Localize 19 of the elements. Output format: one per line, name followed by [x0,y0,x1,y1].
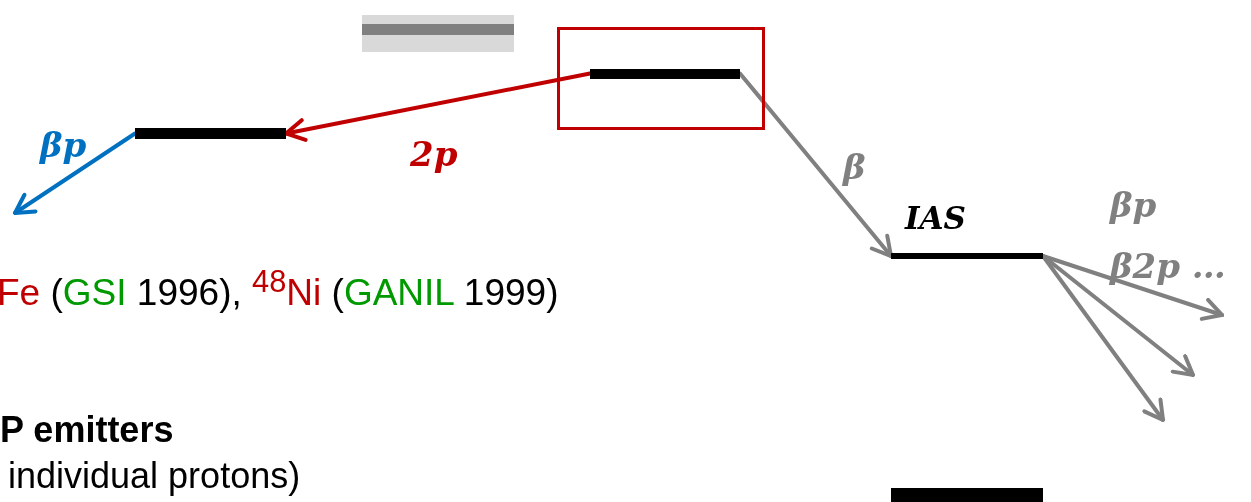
edge-label: β [843,150,866,184]
decay-label: β2p … [1110,246,1226,287]
note-text: individual protons) [8,454,301,498]
note-text: Fe (GSI 1996), $^{48}$Ni (GANIL 1999) [0,264,559,316]
level-label: IAS [905,203,966,234]
energy-level-bar [590,68,740,79]
energy-level-band [362,15,514,52]
edge-label: βp [40,128,87,162]
decay-arrow [738,71,893,258]
highlight-frame [557,27,765,130]
decay-arrow [284,71,592,142]
energy-level-bar [891,488,1043,502]
decay-arrow [1041,254,1165,422]
heading-text: P emitters [0,408,174,452]
decay-arrow [13,131,137,215]
decay-arrow [1041,254,1224,321]
energy-level-bar [135,128,286,139]
decay-label: βp [1110,185,1157,226]
edge-label: 2p [410,137,458,171]
